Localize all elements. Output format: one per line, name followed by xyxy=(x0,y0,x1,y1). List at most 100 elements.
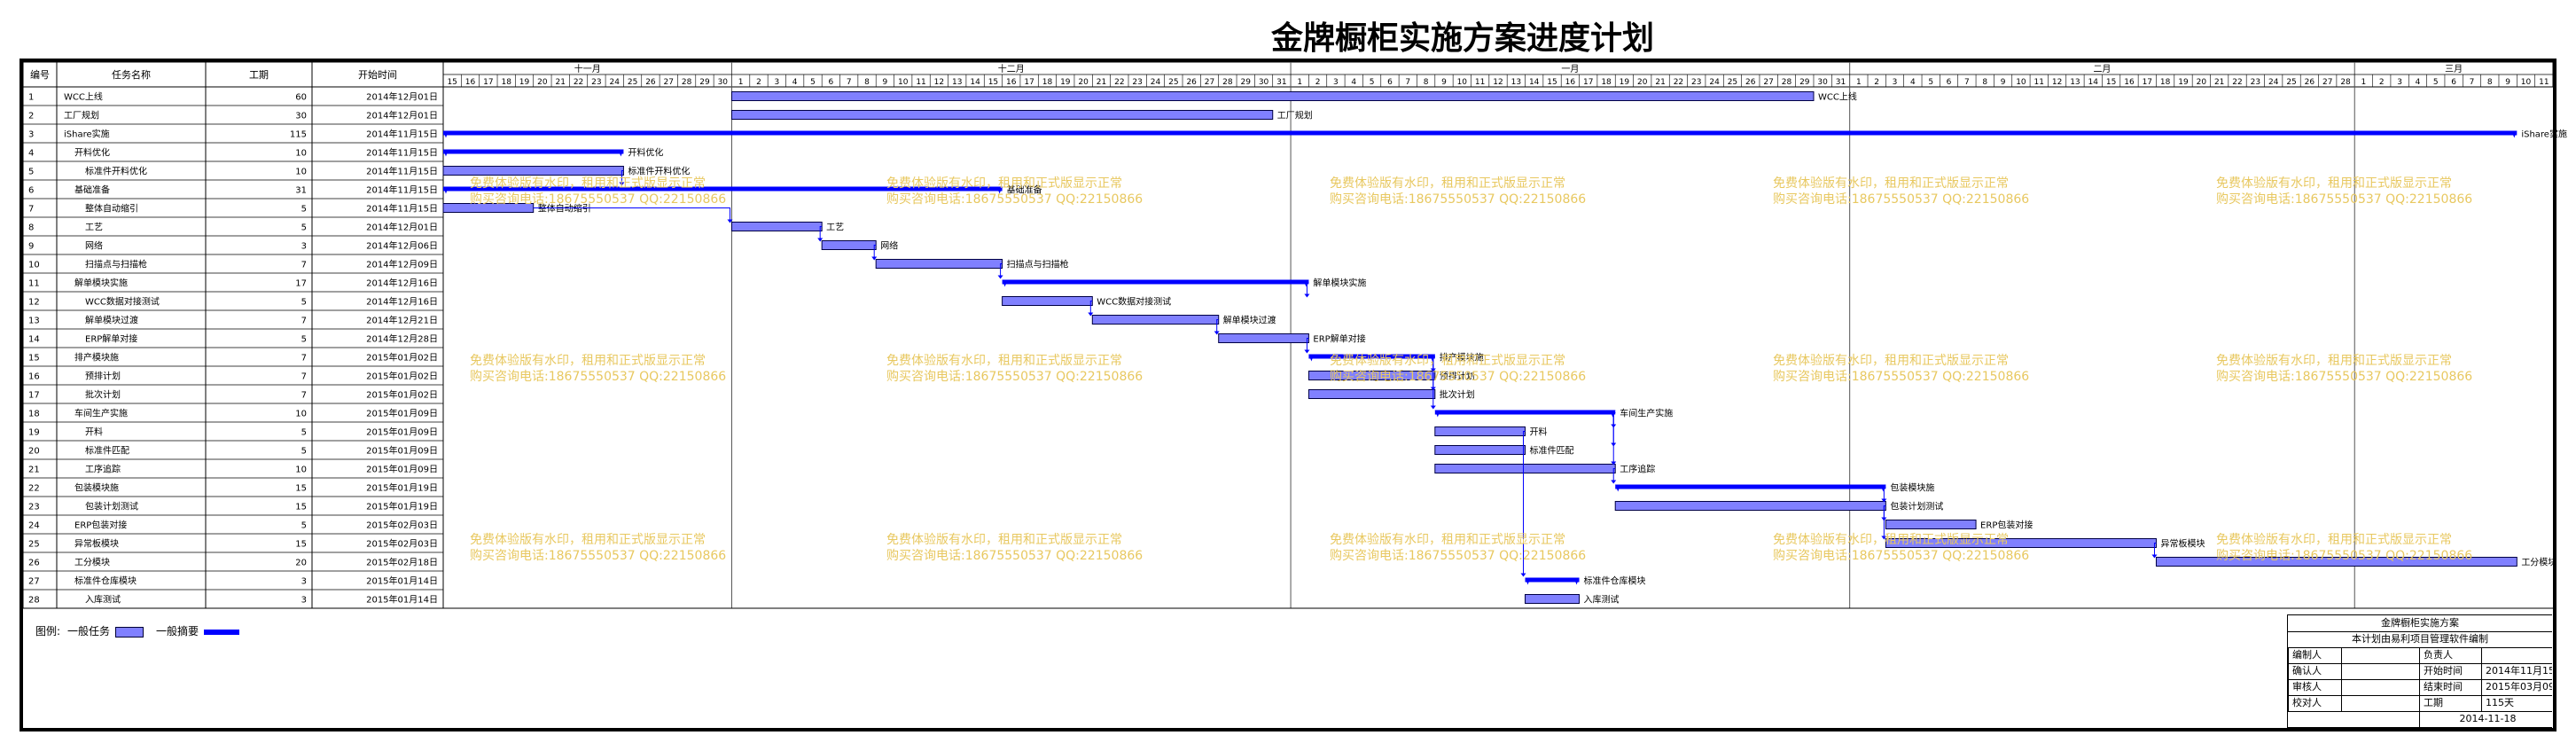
day-label: 22 xyxy=(2232,78,2242,87)
task-id: 6 xyxy=(28,186,34,196)
task-id: 22 xyxy=(28,484,40,494)
task-id: 17 xyxy=(28,391,40,401)
day-label: 27 xyxy=(1763,78,1773,87)
summary-bar xyxy=(443,130,2517,136)
task-name: 标准件仓库模块 xyxy=(74,575,137,587)
task-duration: 5 xyxy=(301,223,307,233)
task-bar xyxy=(1434,426,1526,436)
task-start: 2014年12月21日 xyxy=(366,315,438,326)
day-label: 2 xyxy=(2379,78,2385,87)
task-duration: 7 xyxy=(301,391,307,401)
info-cell: 工期 xyxy=(2419,695,2481,711)
bar-label: 工分模块 xyxy=(2521,558,2556,568)
task-bar xyxy=(2155,557,2517,567)
summary-bar xyxy=(1525,577,1580,583)
day-label: 5 xyxy=(2433,78,2439,87)
task-duration: 5 xyxy=(301,298,307,308)
dependency-arrow xyxy=(1881,498,1887,503)
info-row: 审核人结束时间2015年03月09日 xyxy=(2288,679,2552,696)
task-id: 12 xyxy=(28,298,40,308)
info-print-date: 2014-11-18 xyxy=(2419,711,2552,727)
legend-task-swatch xyxy=(115,626,144,638)
day-label: 17 xyxy=(1024,78,1034,87)
task-duration: 15 xyxy=(295,484,307,494)
day-label: 4 xyxy=(792,78,798,87)
dependency-arrow xyxy=(1304,293,1310,298)
bar-label: 工艺 xyxy=(826,223,844,233)
task-start: 2015年01月09日 xyxy=(366,464,438,475)
dependency-link xyxy=(621,170,624,185)
day-label: 14 xyxy=(2088,78,2099,87)
task-name: 开料优化 xyxy=(74,147,110,159)
day-label: 15 xyxy=(1547,78,1557,87)
day-label: 17 xyxy=(483,78,493,87)
dependency-arrow xyxy=(619,182,625,186)
month-label: 十二月 xyxy=(998,63,1025,74)
watermark: 免费体验版有水印，租用和正式版显示正常 xyxy=(2216,533,2452,547)
task-bar xyxy=(730,110,1274,120)
dependency-arrow xyxy=(1214,331,1220,335)
day-label: 22 xyxy=(1674,78,1683,87)
task-id: 5 xyxy=(28,168,34,177)
month-label: 十一月 xyxy=(574,63,601,74)
task-name: 异常板模块 xyxy=(74,538,119,550)
day-label: 4 xyxy=(1910,78,1916,87)
day-label: 10 xyxy=(898,78,909,87)
info-cell xyxy=(2341,647,2419,663)
watermark: 购买咨询电话:18675550537 QQ:22150866 xyxy=(470,370,727,384)
dependency-arrow xyxy=(1611,461,1617,465)
dependency-arrow xyxy=(997,275,1003,279)
day-label: 20 xyxy=(1078,78,1089,87)
task-bar xyxy=(730,91,1815,101)
dependency-arrow xyxy=(1881,536,1887,540)
dependency-arrow xyxy=(2151,554,2158,559)
day-label: 11 xyxy=(2539,78,2549,87)
task-name: 解单模块过渡 xyxy=(85,315,138,326)
dependency-link xyxy=(1432,356,1435,409)
task-id: 27 xyxy=(28,577,40,587)
task-name: 预排计划 xyxy=(85,371,121,382)
day-label: 25 xyxy=(2286,78,2296,87)
task-id: 10 xyxy=(28,261,40,270)
info-cell: 2015年03月09日 xyxy=(2481,679,2552,695)
bar-label: 标准件匹配 xyxy=(1530,446,1574,457)
watermark: 免费体验版有水印，租用和正式版显示正常 xyxy=(1330,176,1565,191)
info-cell: 编制人 xyxy=(2288,647,2341,663)
day-label: 15 xyxy=(447,78,457,87)
day-label: 8 xyxy=(1424,78,1429,87)
day-label: 30 xyxy=(1259,78,1269,87)
summary-end-marker xyxy=(2511,130,2517,138)
day-label: 16 xyxy=(1006,78,1017,87)
task-bar xyxy=(1525,594,1581,604)
day-label: 27 xyxy=(2322,78,2332,87)
task-duration: 60 xyxy=(295,93,307,103)
bar-label: 解单模块过渡 xyxy=(1223,315,1276,326)
info-cell: 115天 xyxy=(2481,695,2552,711)
day-label: 12 xyxy=(1493,78,1503,87)
info-row: 编制人 负责人 xyxy=(2288,647,2552,664)
watermark: 购买咨询电话:18675550537 QQ:22150866 xyxy=(2216,549,2473,563)
task-duration: 10 xyxy=(295,168,307,177)
task-duration: 5 xyxy=(301,428,307,438)
info-cell: 负责人 xyxy=(2419,647,2481,663)
day-label: 14 xyxy=(1529,78,1540,87)
day-label: 6 xyxy=(1387,78,1393,87)
summary-end-marker xyxy=(1610,410,1616,418)
day-label: 23 xyxy=(2251,78,2260,87)
day-label: 6 xyxy=(1947,78,1952,87)
summary-start-marker xyxy=(1002,279,1008,287)
day-label: 20 xyxy=(1637,78,1648,87)
day-label: 27 xyxy=(1205,78,1214,87)
day-label: 19 xyxy=(1620,78,1630,87)
task-start: 2015年01月02日 xyxy=(366,352,438,364)
info-project: 金牌橱柜实施方案 xyxy=(2288,615,2552,632)
day-label: 16 xyxy=(2124,78,2135,87)
task-duration: 3 xyxy=(301,596,307,606)
task-bar xyxy=(730,222,823,231)
day-label: 21 xyxy=(1097,78,1106,87)
bar-label: 工序追踪 xyxy=(1620,464,1655,475)
watermark: 免费体验版有水印，租用和正式版显示正常 xyxy=(470,354,706,368)
dependency-arrow xyxy=(1304,349,1310,354)
task-bar xyxy=(1218,333,1309,343)
bar-label: 基础准备 xyxy=(1007,184,1042,196)
